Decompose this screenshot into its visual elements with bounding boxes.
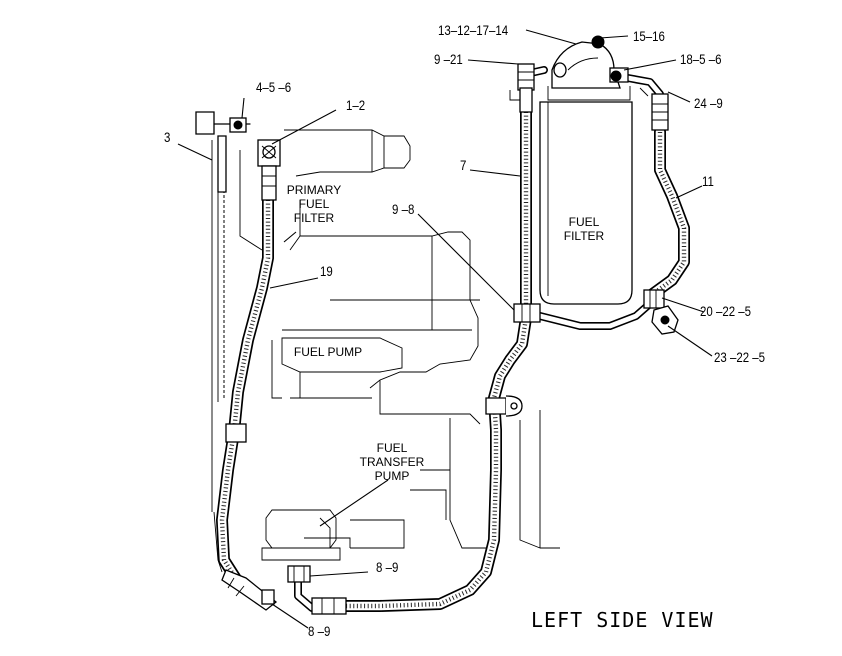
callout-9-21: 9 –21 — [434, 51, 463, 67]
fitting-20-22-5 — [643, 289, 665, 309]
hose-19 — [216, 194, 274, 588]
callout-3: 3 — [164, 129, 170, 145]
callout-23-22-5: 23 –22 –5 — [714, 349, 765, 365]
fuel-transfer-pump-label-line1: FUEL — [377, 441, 408, 455]
engine-background-outline — [211, 86, 649, 573]
fuel-filter-label-line1: FUEL — [569, 215, 600, 229]
fuel-transfer-pump-label-line3: PUMP — [375, 469, 410, 483]
fitting-9-21 — [517, 63, 535, 91]
callout-7: 7 — [460, 157, 466, 173]
hose-clamp — [485, 397, 507, 415]
component-labels: PRIMARY FUEL FILTER FUEL FILTER FUEL PUM… — [287, 183, 605, 483]
tube-lower-filter-return — [536, 298, 656, 330]
fuel-pump-label: FUEL PUMP — [294, 345, 362, 359]
hose-19-clamp — [225, 423, 247, 443]
hose-11 — [644, 126, 690, 302]
callout-labels: 13–12–17–14 15–16 9 –21 18–5 –6 24 –9 4–… — [164, 22, 765, 639]
primary-fuel-filter-label-line3: FILTER — [294, 211, 335, 225]
primary-fuel-filter-label-line1: PRIMARY — [287, 183, 341, 197]
callout-8-9-bottom: 8 –9 — [308, 623, 330, 639]
callout-11: 11 — [702, 173, 714, 189]
primary-fuel-filter-label-line2: FUEL — [299, 197, 330, 211]
fuel-filter-label-line2: FILTER — [564, 229, 605, 243]
callout-20-22-5: 20 –22 –5 — [700, 303, 751, 319]
callout-19: 19 — [320, 263, 333, 279]
fitting-8-9-pump — [287, 565, 311, 583]
fittings — [195, 63, 679, 615]
bracket-3 — [195, 111, 215, 135]
callout-8-9-pump: 8 –9 — [376, 559, 398, 575]
secondary-fuel-filter — [539, 35, 633, 305]
callout-13-12-17-14: 13–12–17–14 — [438, 22, 508, 38]
callout-24-9: 24 –9 — [694, 95, 723, 111]
callout-1-2: 1–2 — [346, 97, 365, 113]
callout-4-5-6: 4–5 –6 — [256, 79, 291, 95]
hose-7 — [334, 106, 532, 612]
fitting-9-8 — [513, 303, 541, 323]
callout-9-8: 9 –8 — [392, 201, 414, 217]
leader-lines — [177, 29, 713, 629]
fuel-transfer-pump-label-line2: TRANSFER — [360, 455, 425, 469]
callout-15-16: 15–16 — [633, 28, 665, 44]
view-title: LEFT SIDE VIEW — [531, 608, 714, 632]
callout-18-5-6: 18–5 –6 — [680, 51, 721, 67]
